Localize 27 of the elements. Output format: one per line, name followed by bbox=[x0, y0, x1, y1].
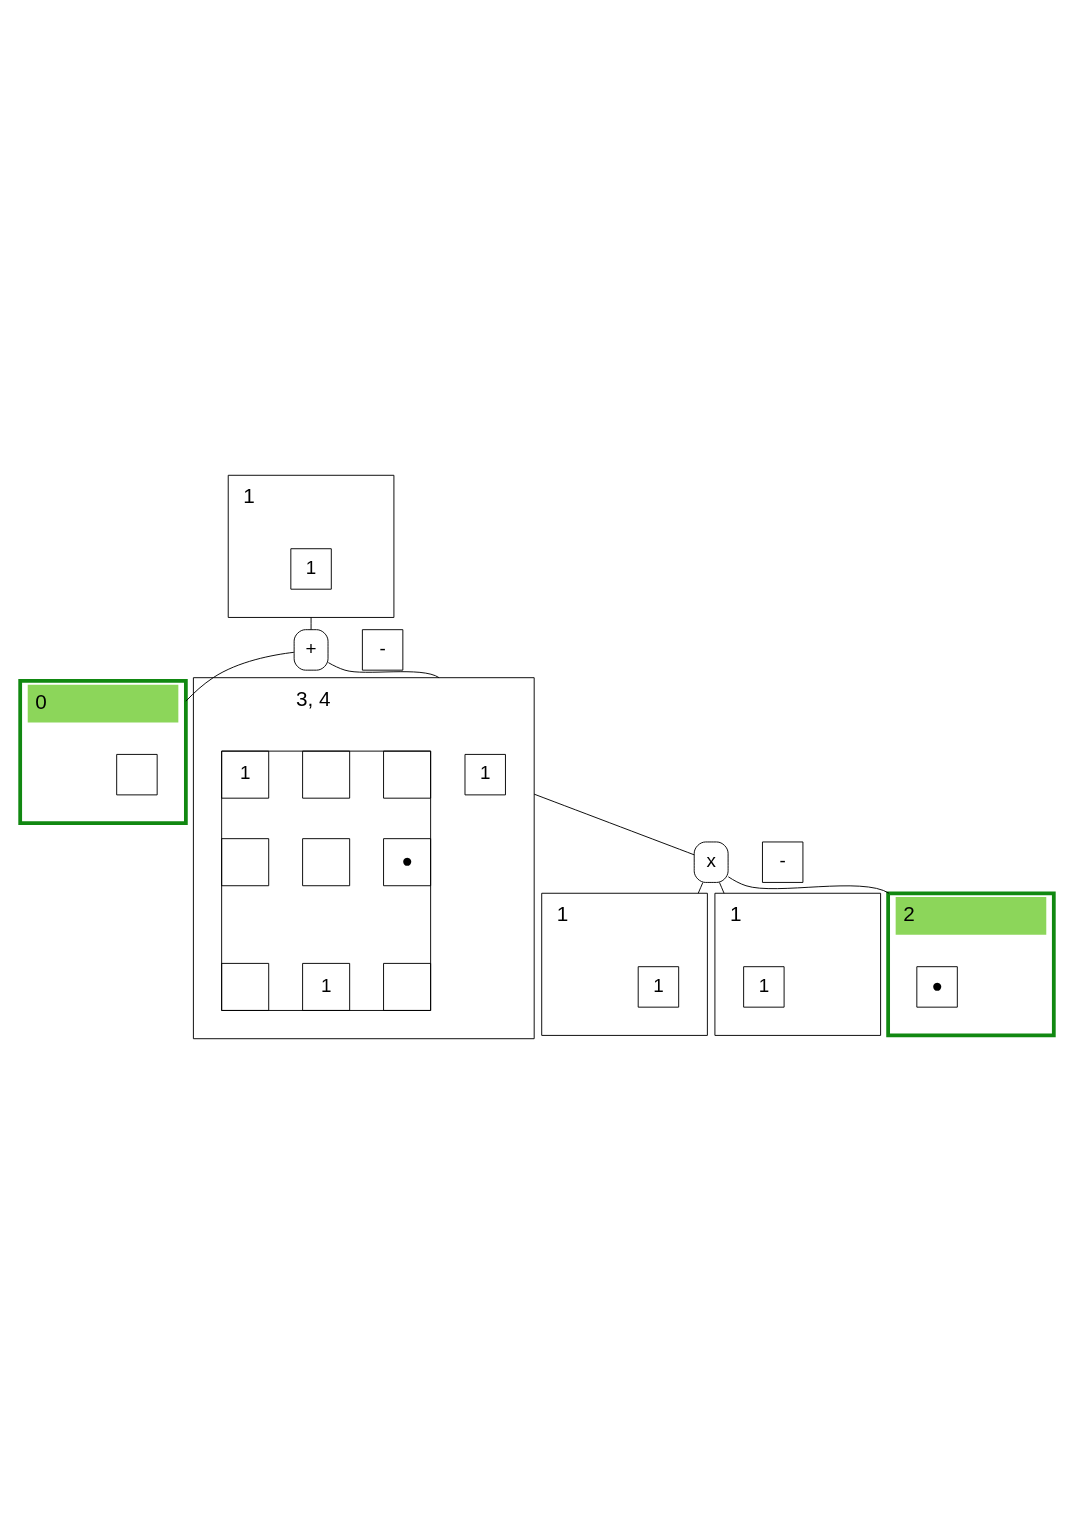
node-box: 1 bbox=[464, 753, 506, 795]
node-box: x bbox=[693, 841, 729, 883]
connector bbox=[327, 661, 440, 678]
node-box: 1 bbox=[743, 965, 785, 1008]
node-box bbox=[383, 750, 432, 799]
node-box: ● bbox=[383, 837, 432, 886]
node-box: 1 bbox=[290, 547, 332, 590]
cluster: 0 bbox=[18, 678, 188, 825]
node-box bbox=[302, 837, 351, 886]
node-box: 1 bbox=[221, 750, 270, 799]
node-box bbox=[221, 962, 270, 1011]
node-box bbox=[116, 753, 158, 795]
connector bbox=[310, 616, 312, 630]
connector bbox=[185, 651, 295, 702]
connector bbox=[533, 793, 695, 855]
node-box: ● bbox=[916, 965, 958, 1008]
node-box: + bbox=[293, 628, 329, 671]
node-box bbox=[302, 750, 351, 799]
node-box: - bbox=[361, 628, 404, 671]
connector bbox=[719, 881, 725, 894]
connector bbox=[727, 875, 890, 894]
node-box bbox=[221, 837, 270, 886]
node-box bbox=[383, 962, 432, 1011]
connector bbox=[697, 881, 704, 894]
node-box: 1 bbox=[637, 965, 680, 1008]
node-box: 1 bbox=[302, 962, 351, 1011]
node-box: - bbox=[762, 841, 804, 883]
